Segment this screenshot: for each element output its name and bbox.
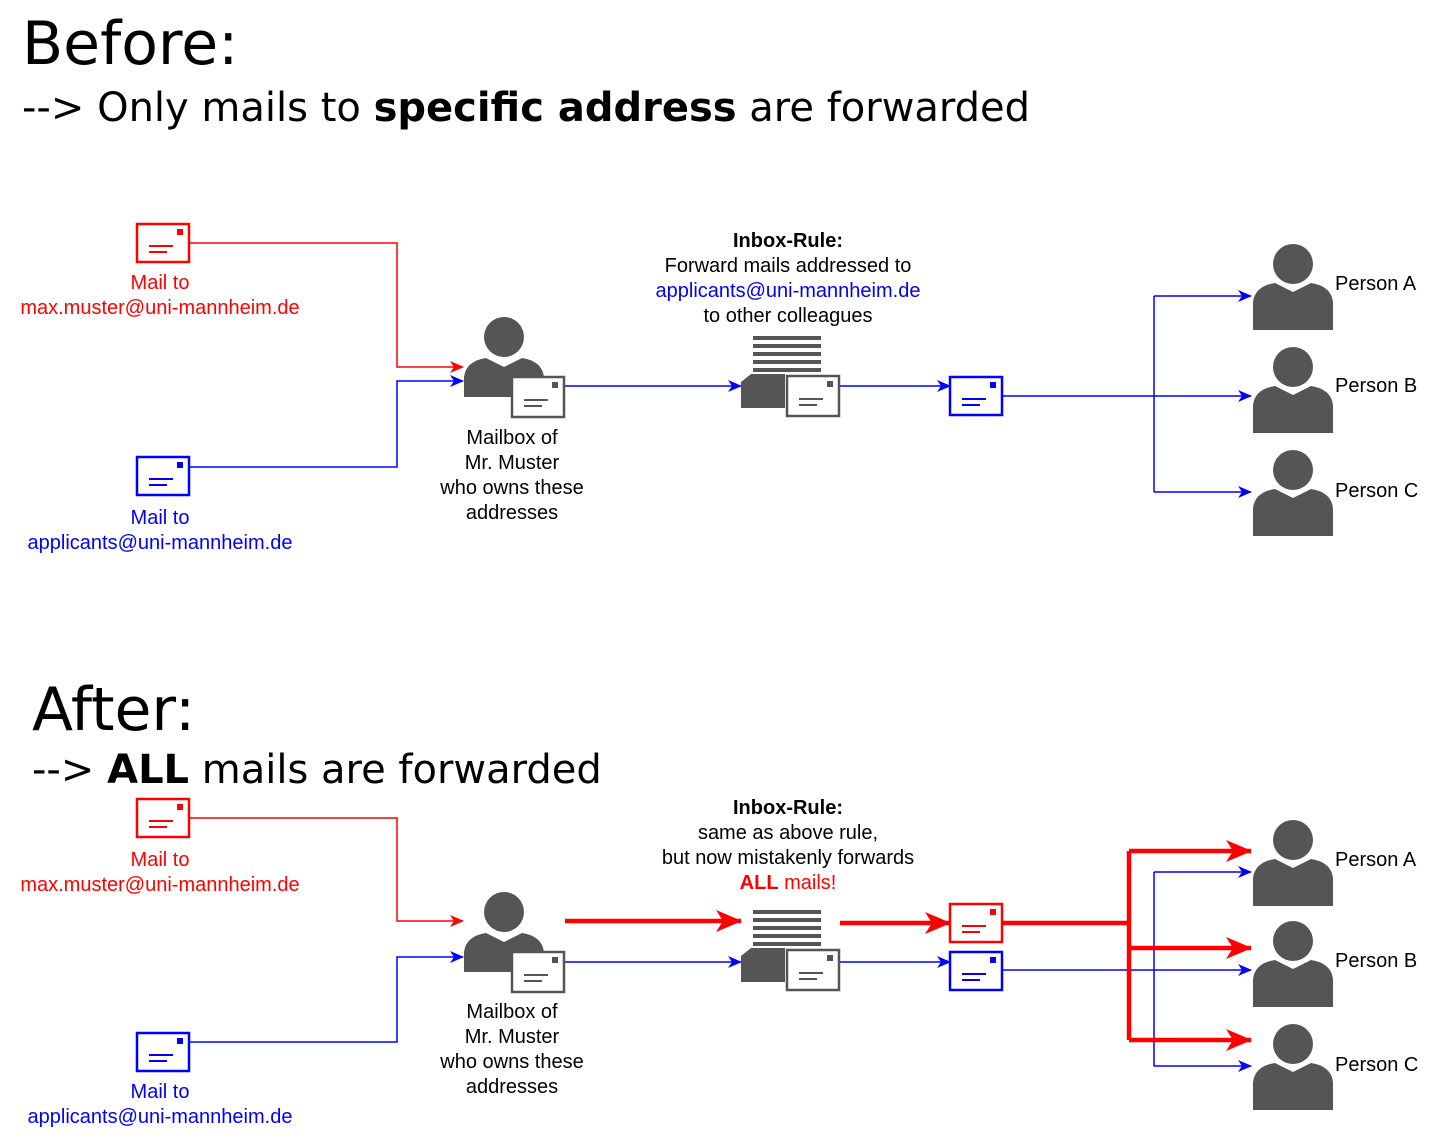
arrow-icon (189, 242, 464, 373)
mail-label-line: Mail to (130, 1081, 190, 1103)
after-mailbox-label: Mailbox of Mr. Muster who owns these add… (412, 1000, 612, 1100)
person-b-label: Person B (1335, 950, 1418, 972)
mail-address: applicants@uni-mannheim.de (27, 532, 293, 554)
before-subtitle-prefix: --> Only mails to (22, 85, 374, 131)
rule-line: to other colleagues (703, 305, 873, 327)
before-subtitle-suffix: are forwarded (736, 85, 1031, 131)
after-rule-label: Inbox-Rule: same as above rule, but now … (618, 796, 958, 896)
mail-address: max.muster@uni-mannheim.de (20, 874, 300, 896)
mailbox-line: who owns these (440, 1051, 584, 1073)
before-rule-label: Inbox-Rule: Forward mails addressed to a… (618, 229, 958, 329)
person-b-label: Person B (1335, 375, 1418, 397)
envelope-icon (135, 1031, 191, 1073)
arrow-icon (189, 951, 464, 1043)
person-c-label: Person C (1335, 480, 1419, 502)
rule-line: same as above rule, (697, 822, 879, 844)
person-icon (1253, 450, 1333, 536)
inbox-rule-icon (741, 336, 841, 418)
rule-title: Inbox-Rule: (733, 230, 843, 252)
person-icon (1253, 244, 1333, 330)
inbox-rule-icon (741, 910, 841, 992)
mailbox-line: Mr. Muster (464, 1026, 560, 1048)
envelope-icon (948, 902, 1004, 944)
mailbox-line: who owns these (440, 477, 584, 499)
rule-all-line: ALL mails! (618, 871, 958, 896)
envelope-icon (948, 375, 1004, 417)
mailbox-icon (464, 892, 566, 994)
rule-line: but now mistakenly forwards (661, 847, 915, 869)
person-icon (1253, 1024, 1333, 1110)
before-subtitle: --> Only mails to specific address are f… (22, 86, 1030, 130)
before-diagram (135, 222, 1333, 536)
after-subtitle: --> ALL mails are forwarded (32, 748, 602, 792)
mail-label-line: Mail to (130, 272, 190, 294)
before-mailbox-label: Mailbox of Mr. Muster who owns these add… (412, 426, 612, 526)
mailbox-icon (464, 317, 566, 419)
after-mail-red-label: Mail to max.muster@uni-mannheim.de (0, 848, 320, 898)
mail-address: applicants@uni-mannheim.de (27, 1106, 293, 1128)
mailbox-line: addresses (465, 1076, 559, 1098)
after-subtitle-prefix: --> (32, 747, 108, 793)
arrow-icon (189, 817, 464, 927)
envelope-icon (135, 797, 191, 839)
mailbox-line: Mailbox of (466, 427, 558, 449)
person-c-label: Person C (1335, 1054, 1419, 1076)
rule-title: Inbox-Rule: (733, 797, 843, 819)
mailbox-line: Mr. Muster (464, 452, 560, 474)
after-title: After: (32, 675, 196, 745)
rule-address: applicants@uni-mannheim.de (655, 280, 921, 302)
person-a-label: Person A (1335, 849, 1417, 871)
before-mail-red-label: Mail to max.muster@uni-mannheim.de (0, 271, 320, 321)
rule-all-suffix: mails! (778, 872, 837, 894)
rule-all: ALL (739, 872, 779, 894)
envelope-icon (948, 950, 1004, 992)
mailbox-line: addresses (465, 502, 559, 524)
before-subtitle-bold: specific address (373, 85, 737, 131)
before-mail-blue-label: Mail to applicants@uni-mannheim.de (0, 506, 320, 556)
before-title: Before: (22, 9, 239, 79)
mail-label-line: Mail to (130, 849, 190, 871)
mail-address: max.muster@uni-mannheim.de (20, 297, 300, 319)
envelope-icon (135, 222, 191, 264)
envelope-icon (135, 455, 191, 497)
after-subtitle-suffix: mails are forwarded (189, 747, 602, 793)
person-icon (1253, 347, 1333, 433)
rule-line: Forward mails addressed to (664, 255, 912, 277)
after-subtitle-bold: ALL (107, 747, 190, 793)
after-mail-blue-label: Mail to applicants@uni-mannheim.de (0, 1080, 320, 1130)
mail-label-line: Mail to (130, 507, 190, 529)
person-icon (1253, 921, 1333, 1007)
arrow-icon (189, 375, 464, 468)
person-icon (1253, 820, 1333, 906)
mailbox-line: Mailbox of (466, 1001, 558, 1023)
person-a-label: Person A (1335, 273, 1417, 295)
after-diagram (135, 797, 1333, 1110)
